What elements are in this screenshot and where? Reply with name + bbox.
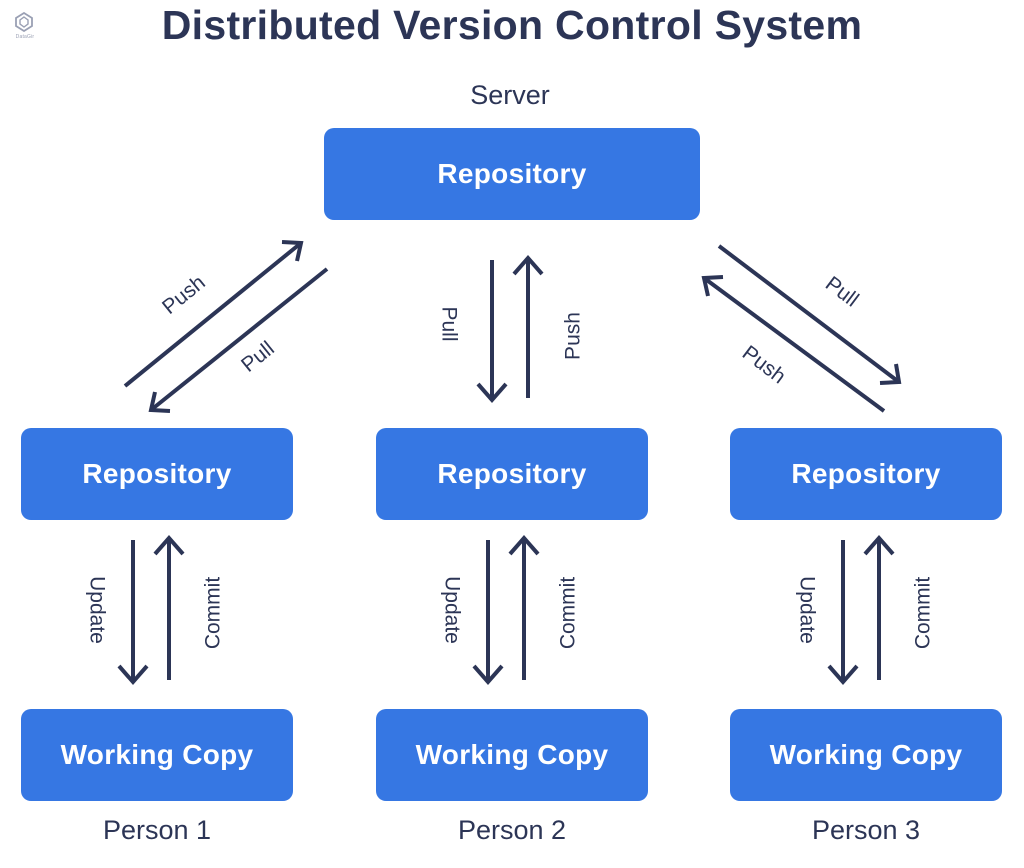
- person-2-repository-box: Repository: [376, 428, 648, 520]
- arrow-commit-person-2: [508, 534, 540, 680]
- label-push-person-2: Push: [562, 312, 585, 360]
- page-title: Distributed Version Control System: [161, 2, 863, 48]
- person-1-repository-box: Repository: [21, 428, 293, 520]
- arrow-commit-person-1: [153, 534, 185, 680]
- label-pull-person-3: Pull: [821, 272, 863, 311]
- arrow-push-person-2: [512, 254, 544, 398]
- person-1-working-copy-box: Working Copy: [21, 709, 293, 801]
- person-2-working-copy-box: Working Copy: [376, 709, 648, 801]
- label-commit-person-3: Commit: [912, 577, 935, 649]
- person-3-caption: Person 3: [811, 815, 921, 845]
- label-pull-person-2: Pull: [437, 306, 460, 341]
- label-commit-person-1: Commit: [202, 577, 225, 649]
- label-commit-person-2: Commit: [557, 577, 580, 649]
- arrow-pull-person-2: [476, 260, 508, 404]
- arrow-pull-person-3: [717, 244, 902, 385]
- person-3-repository-box: Repository: [730, 428, 1002, 520]
- logo-text: DataGir: [15, 34, 35, 40]
- person-1-caption: Person 1: [102, 815, 212, 845]
- arrow-pull-person-1: [148, 267, 329, 413]
- arrow-push-person-3: [701, 275, 886, 413]
- person-2-caption: Person 2: [457, 815, 567, 845]
- arrow-commit-person-3: [863, 534, 895, 680]
- logo: DataGir: [12, 12, 36, 42]
- label-update-person-1: Update: [85, 576, 108, 644]
- arrow-push-person-1: [123, 240, 304, 388]
- label-update-person-3: Update: [795, 576, 818, 644]
- label-pull-person-1: Pull: [237, 337, 279, 377]
- arrow-update-person-3: [827, 540, 859, 686]
- logo-icon: [15, 12, 33, 32]
- label-push-person-3: Push: [738, 341, 790, 388]
- server-repository-box: Repository: [324, 128, 700, 220]
- arrow-update-person-2: [472, 540, 504, 686]
- label-push-person-1: Push: [158, 271, 210, 319]
- arrow-update-person-1: [117, 540, 149, 686]
- label-update-person-2: Update: [440, 576, 463, 644]
- person-3-working-copy-box: Working Copy: [730, 709, 1002, 801]
- server-caption: Server: [470, 80, 550, 110]
